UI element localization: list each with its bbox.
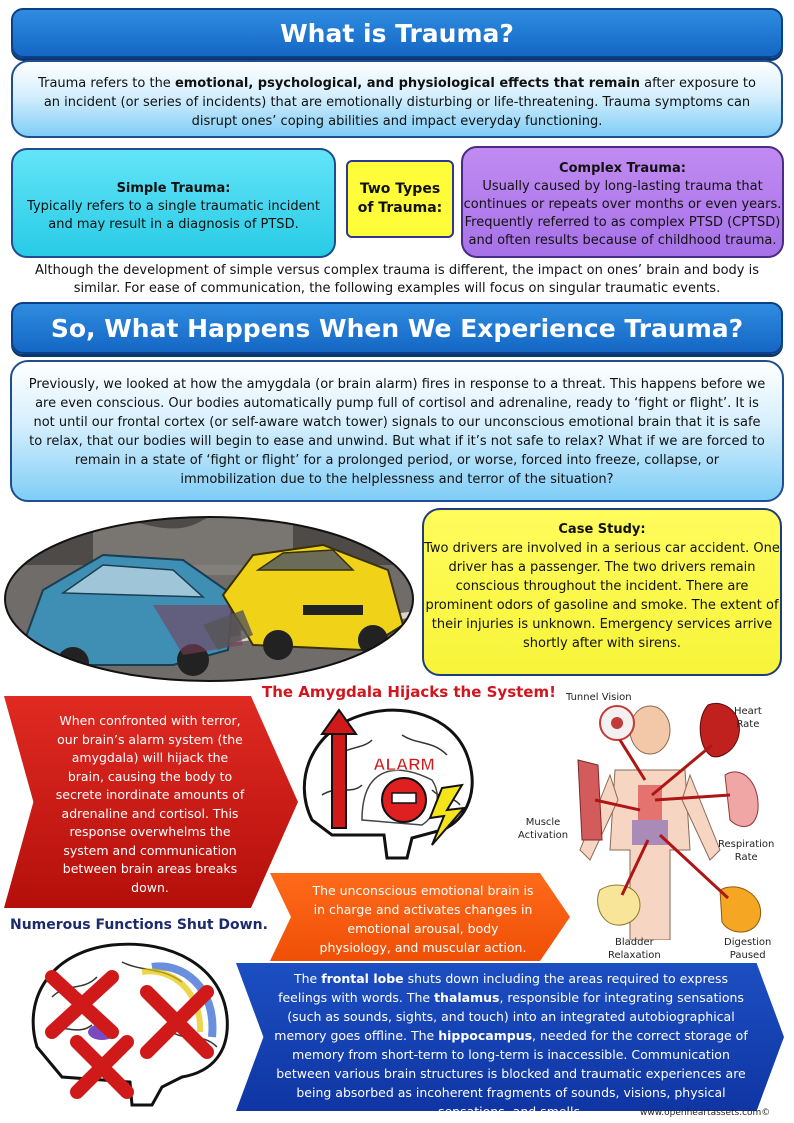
label-bladder-line1: Bladder — [615, 937, 654, 948]
simple-trauma-title: Simple Trauma: — [116, 181, 231, 196]
trauma-definition-box: Trauma refers to the emotional, psycholo… — [11, 60, 783, 138]
shutdown-text-1: The — [293, 971, 322, 986]
emotional-brain-text: The unconscious emotional brain is in ch… — [312, 883, 534, 955]
label-digestion-paused: Digestion Paused — [724, 936, 771, 962]
heart-icon — [699, 703, 740, 758]
label-respiration-rate: Respiration Rate — [718, 838, 774, 864]
label-respiration-line1: Respiration — [718, 839, 775, 850]
banner-what-is-trauma: What is Trauma? — [11, 8, 783, 58]
shutdown-text-4: , needed for the correct storage of memo… — [276, 1028, 748, 1119]
two-types-label: Two Types of Trauma: — [346, 160, 454, 238]
up-arrow-shaft — [331, 727, 347, 829]
amygdala-red-arrow: When confronted with terror, our brain’s… — [4, 696, 298, 908]
lungs-icon — [724, 771, 759, 828]
two-types-line2: of Trauma: — [357, 200, 443, 216]
simple-trauma-text: Typically refers to a single traumatic i… — [27, 199, 320, 232]
label-heart-line2: Rate — [736, 719, 760, 730]
up-arrow-head — [320, 708, 358, 735]
label-digestion-line2: Paused — [729, 950, 766, 961]
stomach-icon — [719, 886, 762, 933]
although-paragraph: Although the development of simple versu… — [35, 263, 759, 296]
bladder-icon — [597, 884, 641, 926]
two-types-line1: Two Types — [359, 181, 441, 197]
definition-emphasis: emotional, psychological, and physiologi… — [174, 76, 640, 91]
banner-what-happens: So, What Happens When We Experience Trau… — [11, 302, 783, 354]
definition-text-end: after exposure to an incident (or series… — [43, 76, 756, 129]
thalamus-term: thalamus — [434, 990, 500, 1005]
body-organs-illustration — [577, 703, 762, 940]
label-respiration-line2: Rate — [734, 852, 758, 863]
shutdown-text-3: , responsible for integrating sensations… — [274, 990, 744, 1043]
previously-text: Previously, we looked at how the amygdal… — [28, 377, 766, 487]
amygdala-hijacks-title: The Amygdala Hijacks the System! — [262, 683, 556, 701]
emotional-brain-orange-arrow: The unconscious emotional brain is in ch… — [270, 873, 570, 961]
x-mark-frontal-lobe — [45, 970, 119, 1039]
brain-shutdown-blue-arrow: The frontal lobe shuts down including th… — [236, 963, 784, 1111]
brain-alarm-illustration: ALARM — [302, 708, 474, 860]
section-title-2: So, What Happens When We Experience Trau… — [50, 314, 744, 343]
car-accident-illustration — [4, 516, 414, 682]
x-mark-thalamus — [140, 985, 214, 1059]
x-mark-hippocampus — [70, 1035, 134, 1099]
label-muscle-line1: Muscle — [525, 817, 561, 828]
amygdala-text: When confronted with terror, our brain’s… — [55, 713, 245, 895]
label-tunnel-vision: Tunnel Vision — [566, 692, 632, 703]
footer-credit[interactable]: www.openheartassets.com© — [640, 1108, 771, 1118]
muscle-icon — [577, 759, 603, 841]
case-study-title: Case Study: — [558, 522, 646, 537]
definition-text: Trauma refers to the — [38, 76, 175, 91]
previously-paragraph-box: Previously, we looked at how the amygdal… — [10, 360, 784, 502]
label-muscle-activation: Muscle Activation — [518, 816, 568, 842]
label-heart-rate: Heart Rate — [734, 705, 762, 731]
shutdown-text-2: shuts down including the areas required … — [278, 971, 729, 1005]
brain-shutdown-illustration — [31, 942, 229, 1107]
section-title: What is Trauma? — [280, 19, 514, 48]
complex-trauma-title: Complex Trauma: — [559, 161, 686, 176]
label-muscle-line2: Activation — [518, 830, 569, 841]
label-bladder-line2: Relaxation — [608, 950, 661, 961]
complex-trauma-text: Usually caused by long-lasting trauma th… — [463, 179, 782, 248]
case-study-box: Case Study: Two drivers are involved in … — [422, 508, 782, 676]
hippocampus-term: hippocampus — [438, 1028, 533, 1043]
complex-trauma-box: Complex Trauma: Usually caused by long-l… — [461, 146, 784, 258]
simple-trauma-box: Simple Trauma: Typically refers to a sin… — [11, 148, 336, 258]
frontal-lobe-term: frontal lobe — [321, 971, 404, 986]
label-digestion-line1: Digestion — [724, 937, 772, 948]
label-heart-line1: Heart — [734, 706, 762, 717]
alarm-label: ALARM — [373, 755, 434, 774]
functions-shut-down-title: Numerous Functions Shut Down. — [10, 917, 268, 933]
case-study-text: Two drivers are involved in a serious ca… — [424, 541, 780, 651]
yellow-car — [221, 543, 405, 660]
label-bladder-relaxation: Bladder Relaxation — [608, 936, 661, 962]
lightning-bolt-icon — [428, 783, 467, 846]
